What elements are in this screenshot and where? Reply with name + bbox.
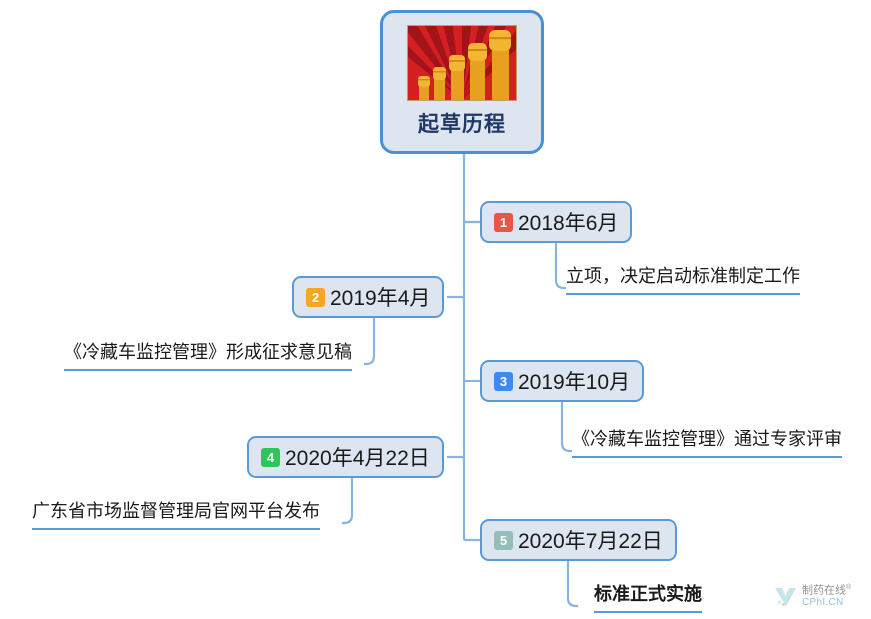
node-4[interactable]: 4 2020年4月22日	[247, 436, 444, 478]
watermark: 制药在线® CPhI.CN	[772, 583, 851, 609]
node-5-detail[interactable]: 标准正式实施	[594, 581, 702, 613]
node-3-detail[interactable]: 《冷藏车监控管理》通过专家评审	[572, 426, 842, 458]
watermark-domain: CPhI.CN	[802, 596, 844, 608]
node-5-badge: 5	[494, 530, 513, 550]
node-4-badge: 4	[261, 447, 280, 467]
node-3[interactable]: 3 2019年10月	[480, 360, 645, 402]
node-2-badge: 2	[306, 287, 325, 307]
watermark-name: 制药在线	[802, 584, 846, 597]
node-2-label: 2019年4月	[330, 287, 431, 310]
node-4-detail[interactable]: 广东省市场监督管理局官网平台发布	[32, 498, 320, 530]
node-1-detail[interactable]: 立项，决定启动标准制定工作	[566, 263, 800, 295]
node-3-badge: 3	[494, 371, 513, 391]
node-1-badge: 1	[494, 212, 513, 232]
node-5-label: 2020年7月22日	[518, 530, 663, 553]
node-4-label: 2020年4月22日	[285, 447, 430, 470]
watermark-logo-icon	[772, 583, 798, 609]
node-1-label: 2018年6月	[518, 212, 619, 235]
node-2[interactable]: 2 2019年4月	[292, 276, 445, 318]
node-1[interactable]: 1 2018年6月	[480, 201, 633, 243]
node-3-label: 2019年10月	[518, 371, 631, 394]
root-node[interactable]: 起草历程	[380, 10, 544, 154]
watermark-registered: ®	[846, 583, 852, 591]
node-2-detail[interactable]: 《冷藏车监控管理》形成征求意见稿	[64, 339, 352, 371]
root-title: 起草历程	[418, 113, 506, 136]
node-5[interactable]: 5 2020年7月22日	[480, 519, 677, 561]
raised-fists-icon	[407, 25, 517, 101]
